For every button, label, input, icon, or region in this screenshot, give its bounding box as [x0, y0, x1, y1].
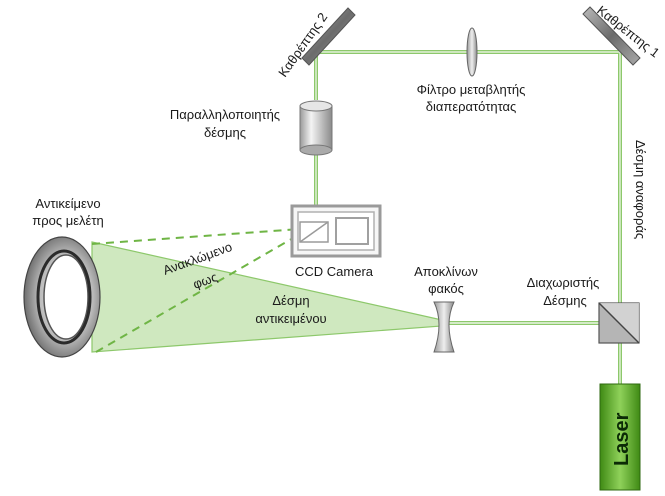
beam-collimator — [299, 100, 333, 156]
variable-filter — [466, 27, 478, 77]
laser-label: Laser — [611, 412, 633, 466]
beam-splitter — [598, 302, 640, 344]
splitter-label-line2: Δέσμης — [543, 293, 587, 308]
ccd-camera — [290, 204, 382, 258]
reflected-light-rays — [91, 228, 301, 353]
camera-label: CCD Camera — [295, 264, 374, 279]
collimator-label-line1: Παραλληλοποιητής — [170, 107, 280, 122]
mirror-2 — [301, 7, 356, 66]
filter-label-line2: διαπερατότητας — [426, 99, 517, 114]
lens-label-line1: Αποκλίνων — [414, 264, 478, 279]
collimator-label-line2: δέσμης — [204, 125, 246, 140]
object-label-line1: Αντικείμενο — [35, 196, 100, 211]
lens-label-line2: φακός — [428, 281, 464, 296]
object-ring — [23, 236, 101, 358]
object-beam-cone — [91, 241, 443, 353]
diverging-lens — [433, 301, 455, 353]
filter-label-line1: Φίλτρο μεταβλητής — [417, 82, 526, 97]
object-label-line2: προς μελέτη — [32, 213, 103, 228]
mirror-1 — [582, 6, 641, 66]
object-beam-label-line1: Δέσμη — [272, 293, 309, 308]
splitter-label-line1: Διαχωριστής — [527, 275, 600, 290]
reference-beam-label: Δέσμη αναφοράς — [633, 140, 648, 239]
object-beam-label-line2: αντικειμένου — [255, 311, 326, 326]
laser: Laser — [599, 383, 641, 491]
